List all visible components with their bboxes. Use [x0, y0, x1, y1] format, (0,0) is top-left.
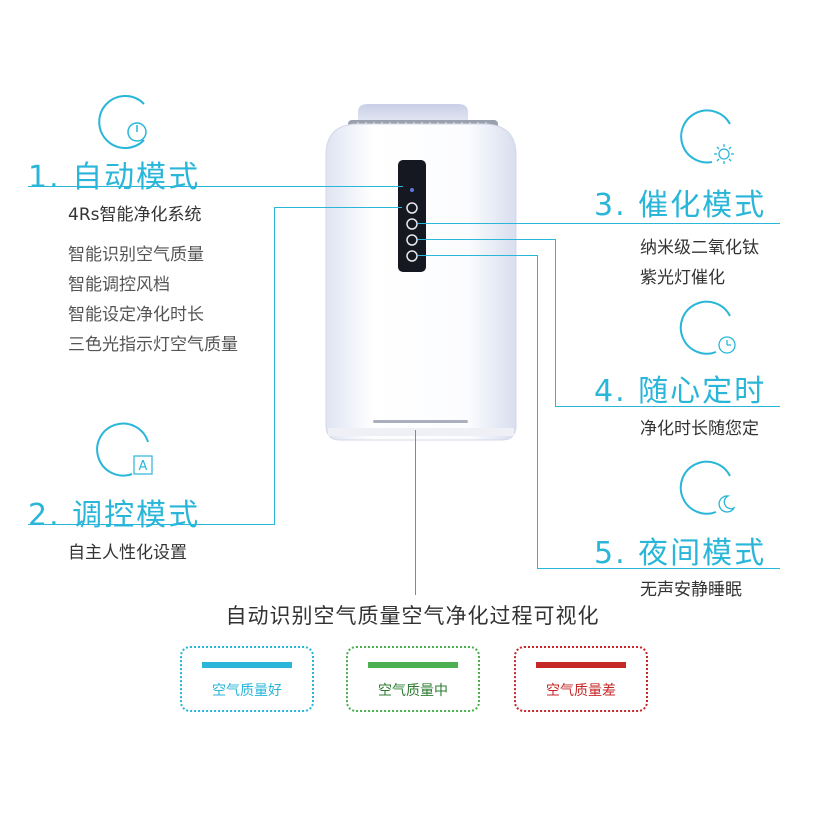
air-quality-medium-bar	[368, 662, 458, 668]
air-quality-good-bar	[202, 662, 292, 668]
auto-mode-features: 智能识别空气质量 智能调控风档 智能设定净化时长 三色光指示灯空气质量	[68, 240, 238, 360]
air-quality-poor-bar	[536, 662, 626, 668]
visualization-caption: 自动识别空气质量空气净化过程可视化	[225, 604, 600, 628]
connector-line-night-bottom	[537, 568, 780, 569]
night-mode-title: 5. 夜间模式	[594, 536, 767, 571]
air-quality-poor-badge: 空气质量差	[514, 646, 648, 712]
connector-line-night-top	[418, 255, 538, 256]
timer-mode-title: 4. 随心定时	[594, 374, 767, 409]
svg-text:A: A	[139, 459, 148, 474]
connector-line-auto	[28, 186, 403, 187]
connector-line-caption	[415, 430, 416, 595]
air-quality-medium-badge: 空气质量中	[346, 646, 480, 712]
connector-line-control-top	[274, 207, 402, 208]
connector-line-catalytic	[418, 223, 780, 224]
catalytic-line-2: 紫光灯催化	[640, 268, 725, 288]
connector-line-timer-bottom	[555, 406, 780, 407]
connector-line-timer-vertical	[555, 239, 556, 406]
sun-icon	[672, 104, 742, 168]
catalytic-mode-title: 3. 催化模式	[594, 188, 767, 223]
feature-item: 智能设定净化时长	[68, 305, 204, 325]
control-mode-subtitle: 自主人性化设置	[68, 543, 187, 563]
feature-item: 智能调控风档	[68, 275, 170, 295]
control-mode-title: 2. 调控模式	[28, 498, 201, 533]
moon-icon	[672, 456, 742, 520]
timer-mode-subtitle: 净化时长随您定	[640, 419, 759, 439]
air-quality-good-badge: 空气质量好	[180, 646, 314, 712]
clock-icon	[672, 296, 742, 360]
catalytic-line-1: 纳米级二氧化钛	[640, 238, 759, 258]
air-purifier-image	[318, 100, 523, 445]
feature-item: 智能识别空气质量	[68, 245, 204, 265]
power-icon	[92, 92, 158, 152]
auto-mode-title: 1. 自动模式	[28, 160, 201, 195]
auto-a-icon: A	[92, 420, 158, 480]
connector-line-control-bottom	[28, 524, 275, 525]
feature-item: 三色光指示灯空气质量	[68, 335, 238, 355]
connector-line-night-vertical	[537, 255, 538, 568]
air-quality-poor-label: 空气质量差	[546, 683, 616, 699]
air-quality-medium-label: 空气质量中	[378, 683, 448, 699]
night-mode-subtitle: 无声安静睡眠	[640, 580, 742, 600]
connector-line-control-vertical	[274, 207, 275, 524]
connector-line-timer-top	[418, 239, 556, 240]
auto-mode-subtitle: 4Rs智能净化系统	[68, 205, 202, 225]
air-quality-good-label: 空气质量好	[212, 683, 282, 699]
